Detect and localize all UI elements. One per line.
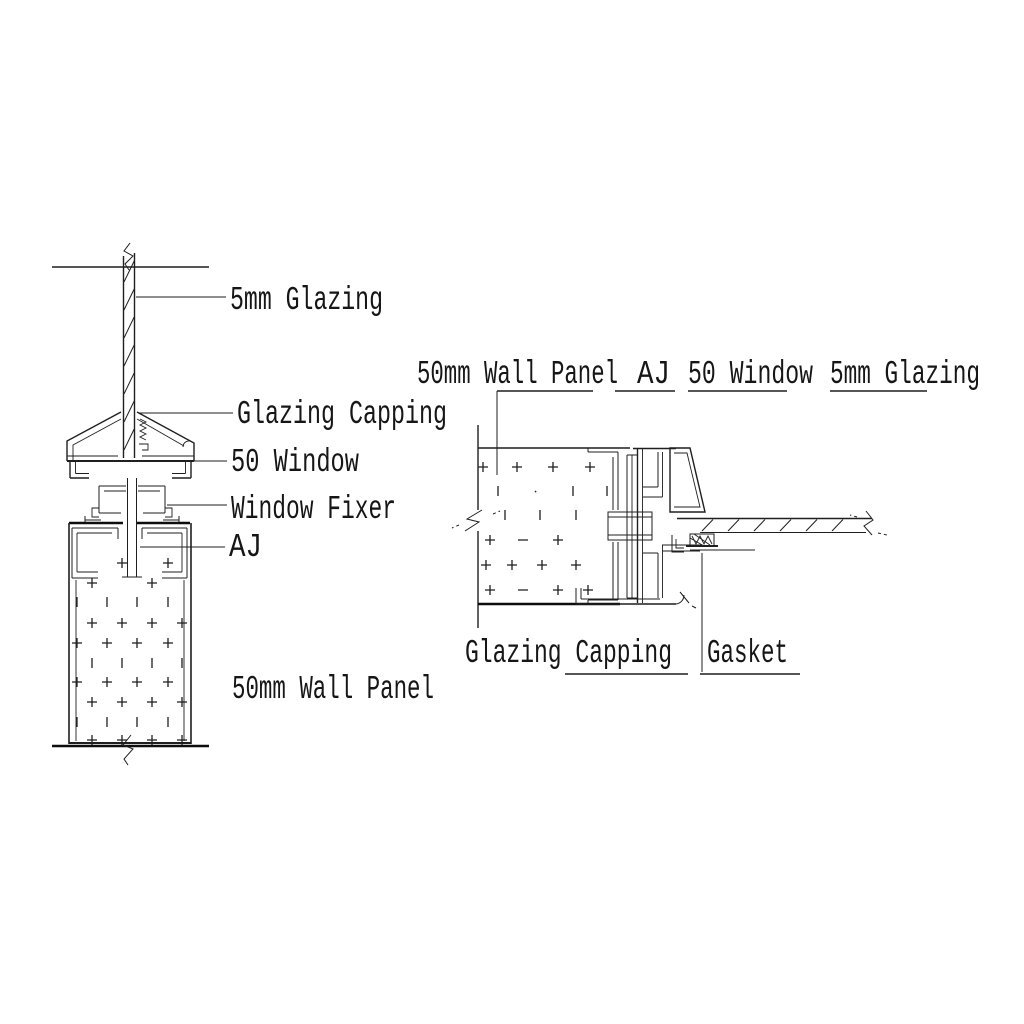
top-label-underlines xyxy=(496,390,927,475)
gasket-fill-hatch xyxy=(689,533,713,547)
break-symbol-right-end xyxy=(863,510,874,536)
left-glazing-capping xyxy=(66,411,195,462)
left-wall-panel xyxy=(68,523,192,766)
joint-web xyxy=(122,478,142,578)
left-window-fixer xyxy=(91,485,173,518)
frame-bottom-hook xyxy=(675,591,697,609)
left-section: 5mm Glazing Glazing Capping 50 Window Wi… xyxy=(52,242,447,766)
left-aj-joint xyxy=(69,516,190,525)
setting-block-spring xyxy=(138,418,149,451)
label-bottom-gasket: Gasket xyxy=(707,635,788,672)
label-top-50-window: 50 Window xyxy=(688,356,813,393)
label-window-fixer: Window Fixer xyxy=(231,491,396,528)
left-window-frame xyxy=(69,461,192,479)
panel-core-hatch xyxy=(478,462,608,595)
glazing-shelf xyxy=(662,544,702,552)
glass-hatch xyxy=(123,260,135,451)
break-symbol-left-edge xyxy=(464,509,483,532)
gasket-detail xyxy=(671,533,755,672)
label-top-wall-panel: 50mm Wall Panel xyxy=(417,356,618,393)
label-50-window: 50 Window xyxy=(231,444,359,481)
label-bottom-glazing-capping: Glazing Capping xyxy=(465,635,672,672)
left-glazing-pane xyxy=(122,242,136,458)
right-glazing-pane xyxy=(677,510,888,536)
label-5mm-glazing: 5mm Glazing xyxy=(230,282,383,319)
glass-hatch xyxy=(701,519,844,532)
break-symbol-bottom xyxy=(122,734,134,766)
right-wall-panel xyxy=(451,425,653,628)
label-glazing-capping: Glazing Capping xyxy=(237,396,447,433)
right-glazing-capping-wedge xyxy=(669,447,706,513)
right-window-frame xyxy=(575,447,702,609)
panel-core-hatch xyxy=(72,558,187,745)
label-top-5mm-glazing: 5mm Glazing xyxy=(830,356,980,393)
right-section: 50mm Wall Panel AJ 50 Window 5mm Glazing xyxy=(417,356,980,675)
label-aj: AJ xyxy=(229,529,262,566)
right-aj-joint xyxy=(626,454,637,599)
label-50mm-wall-panel: 50mm Wall Panel xyxy=(232,671,434,708)
break-symbol-top xyxy=(123,242,134,271)
label-top-aj: AJ xyxy=(637,356,670,393)
left-leader-lines xyxy=(136,296,233,548)
